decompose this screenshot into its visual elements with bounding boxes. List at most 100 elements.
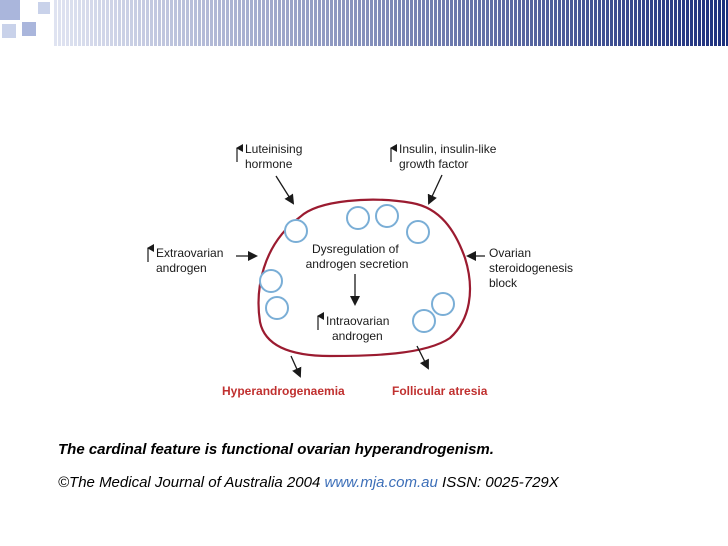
stripe [458,0,461,46]
stripe [658,0,661,46]
follicle [346,206,370,230]
stripe [174,0,177,46]
stripe [574,0,577,46]
stripe [390,0,393,46]
stripe [446,0,449,46]
stripe [186,0,189,46]
pcos-diagram: Luteinising hormone Insulin, insulin-lik… [147,142,573,398]
stripe [686,0,689,46]
stripe [394,0,397,46]
header-stripe-bar [0,0,728,46]
follicles [259,204,455,333]
stripe [254,0,257,46]
stripe [146,0,149,46]
stripe [290,0,293,46]
stripe [214,0,217,46]
stripe [382,0,385,46]
stripe [94,0,97,46]
stripe [82,0,85,46]
stripe [682,0,685,46]
stripe [650,0,653,46]
stripe [506,0,509,46]
stripe [306,0,309,46]
stripe [598,0,601,46]
stripe [678,0,681,46]
stripe [602,0,605,46]
arrow-hyperandrogenaemia [290,355,302,378]
stripe [586,0,589,46]
dysregulation-label: Dysregulation of androgen secretion [306,242,409,271]
stripe [626,0,629,46]
stripe [110,0,113,46]
ovary-outline [257,198,472,358]
stripe [250,0,253,46]
corner-square [38,2,50,14]
stripe [122,0,125,46]
stripe [274,0,277,46]
follicle [412,309,436,333]
stripe [414,0,417,46]
stripe [722,0,725,46]
stripe [718,0,721,46]
stripe [726,0,728,46]
stripe [710,0,713,46]
stripe-pattern [54,0,728,46]
stripe [206,0,209,46]
stripe [310,0,313,46]
stripe [282,0,285,46]
luteinising-label: Luteinising hormone [245,142,306,171]
stripe [366,0,369,46]
follicle [284,219,308,243]
stripe [78,0,81,46]
stripe [418,0,421,46]
stripe [334,0,337,46]
follicle [259,269,283,293]
stripe [194,0,197,46]
stripe [74,0,77,46]
stripe [90,0,93,46]
follicle [431,292,455,316]
corner-square [2,24,16,38]
stripe [238,0,241,46]
stripe [114,0,117,46]
stripe [102,0,105,46]
stripe [630,0,633,46]
stripe [134,0,137,46]
stripe [522,0,525,46]
stripe [278,0,281,46]
stripe [198,0,201,46]
hyperandrogenaemia-label: Hyperandrogenaemia [222,384,345,398]
stripe [166,0,169,46]
stripe [514,0,517,46]
stripe [182,0,185,46]
stripe [526,0,529,46]
stripe [694,0,697,46]
stripe [454,0,457,46]
stripe [646,0,649,46]
stripe [330,0,333,46]
stripe [582,0,585,46]
stripe [342,0,345,46]
stripe [450,0,453,46]
stripe [550,0,553,46]
stripe [438,0,441,46]
stripe [142,0,145,46]
stripe [590,0,593,46]
journal-link[interactable]: www.mja.com.au [324,474,438,491]
stripe [706,0,709,46]
stripe [534,0,537,46]
stripe [150,0,153,46]
stripe [98,0,101,46]
stripe [154,0,157,46]
stripe [410,0,413,46]
arrow-insulin [427,174,443,205]
stripe [314,0,317,46]
stripe [486,0,489,46]
stripe [494,0,497,46]
stripe [318,0,321,46]
figure-caption: The cardinal feature is functional ovari… [58,441,494,458]
stripe [302,0,305,46]
corner-square [22,22,36,36]
stripe [622,0,625,46]
stripe [126,0,129,46]
